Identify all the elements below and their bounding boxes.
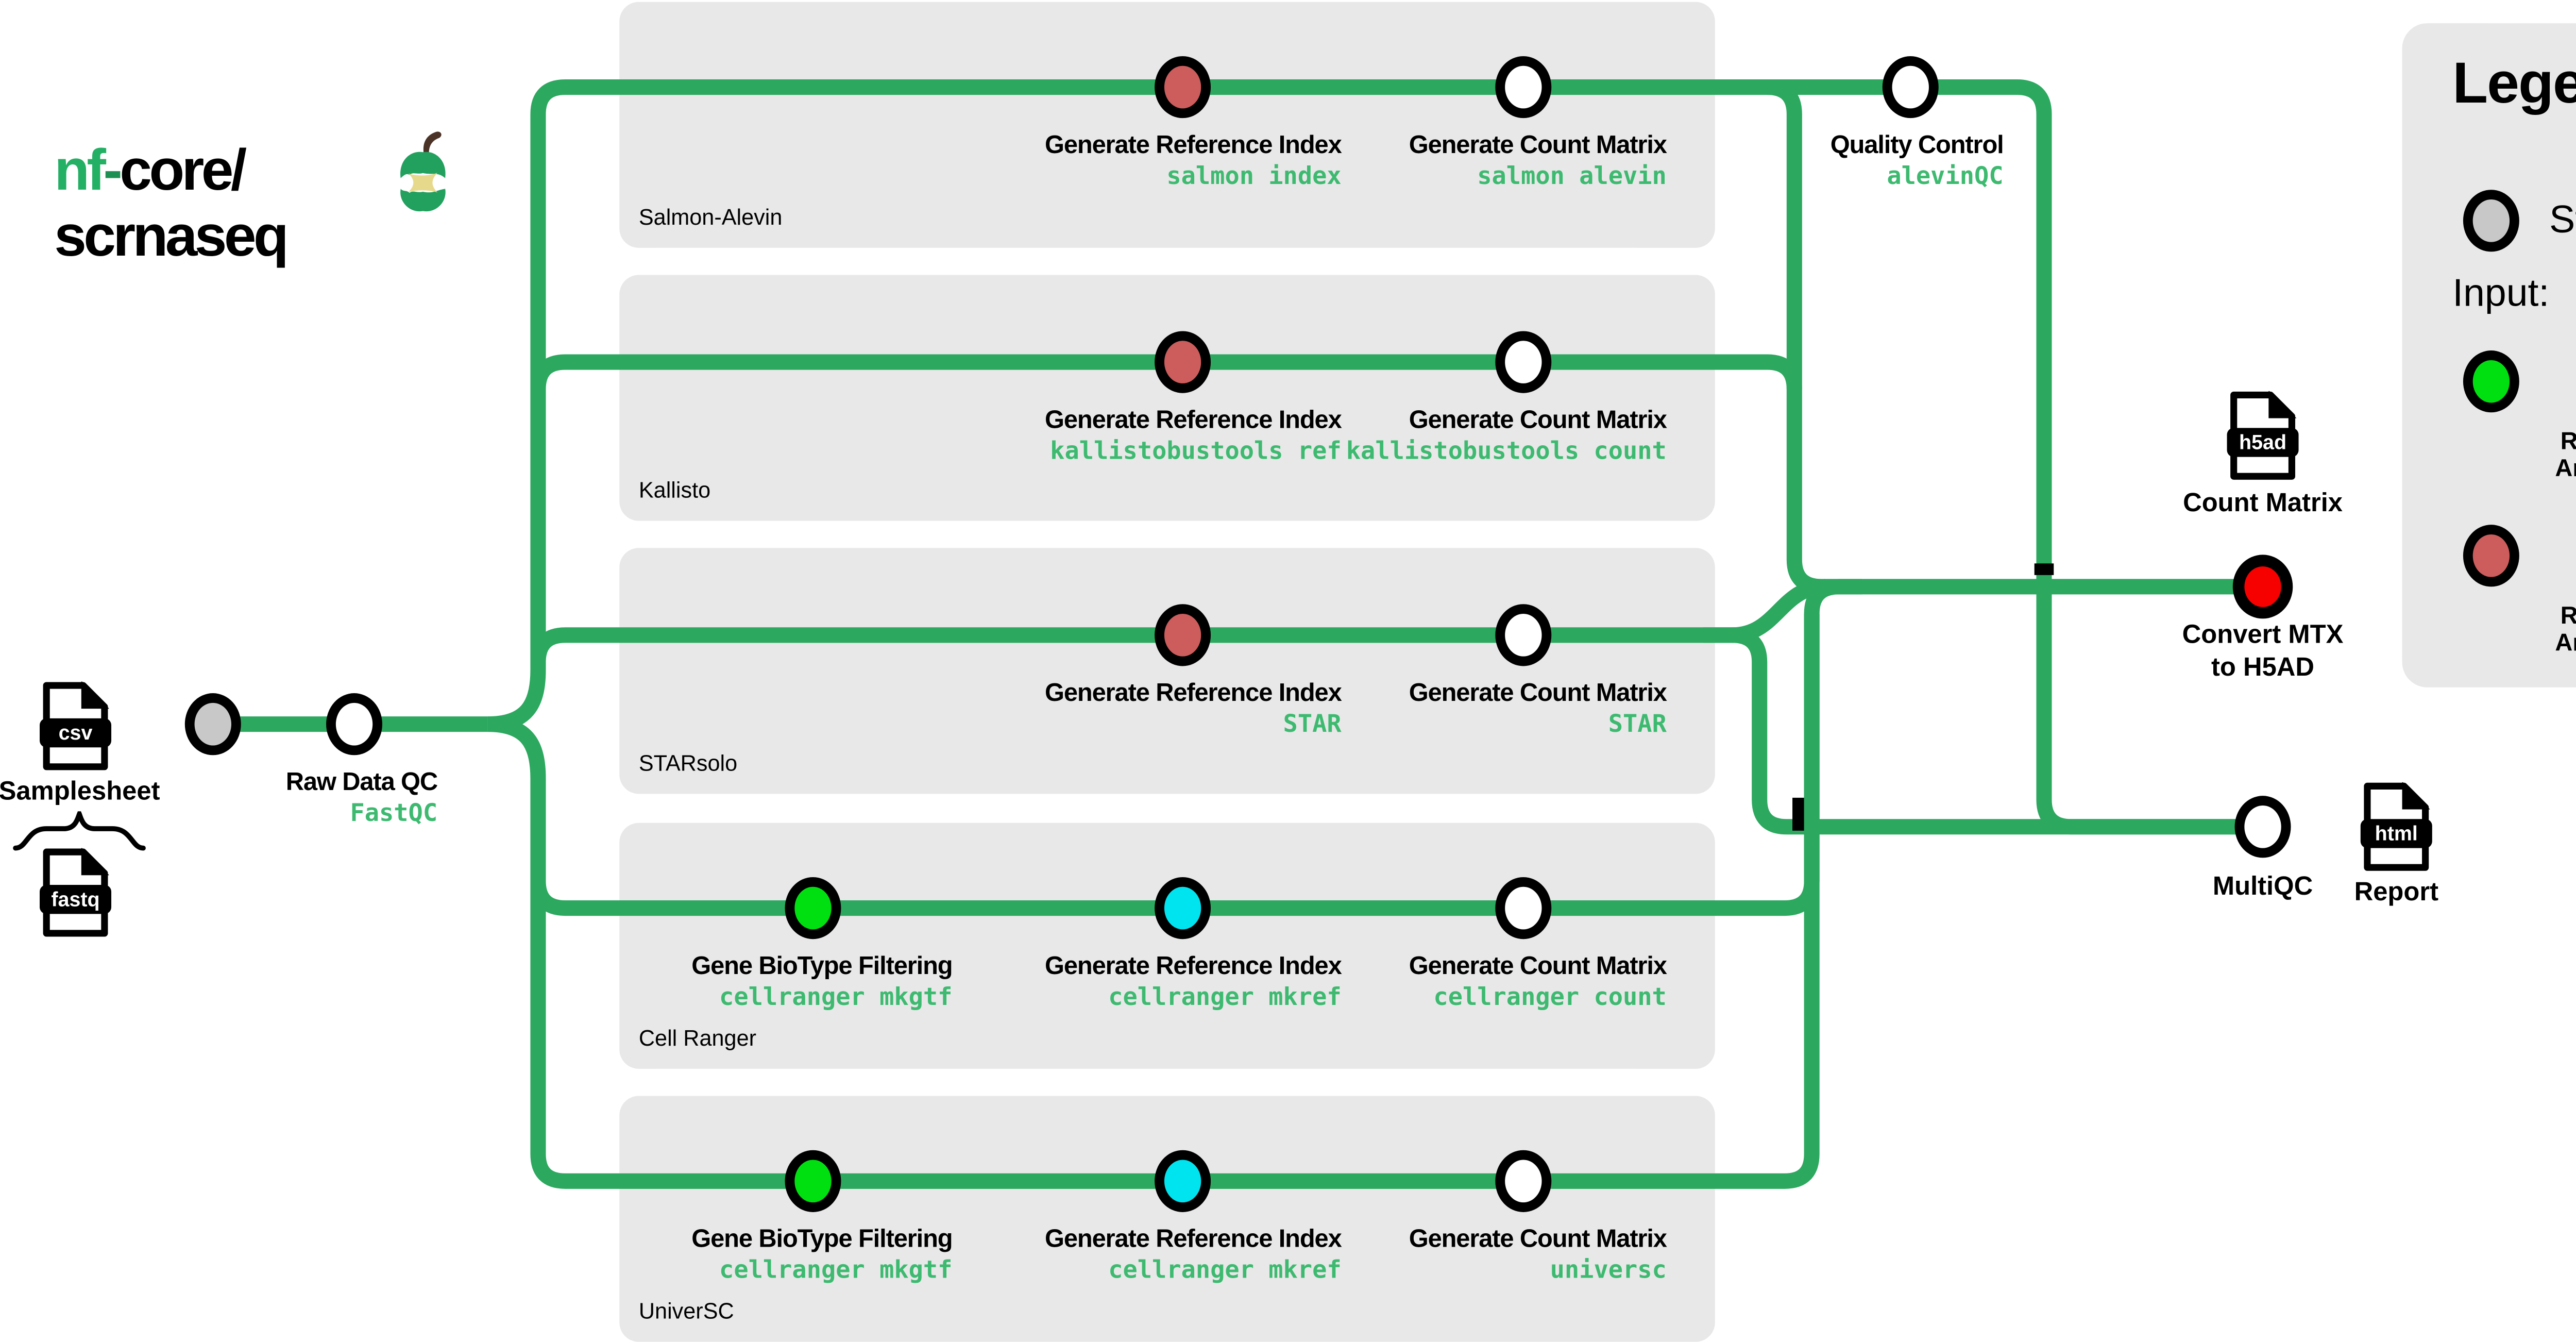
cellranger-line — [530, 614, 1820, 916]
lane-universc — [619, 1096, 1715, 1342]
universc-mkref-node — [1155, 1150, 1211, 1212]
lane-kallisto — [619, 275, 1715, 521]
salmon-alevin-node — [1495, 56, 1552, 119]
starsolo-line — [530, 627, 1737, 663]
universc-mkref-label: Generate Reference Index cellranger mkre… — [1045, 1223, 1342, 1284]
universc-mkgtf-node — [785, 1150, 841, 1212]
csv-ext-label: csv — [58, 721, 93, 745]
multiqc-node — [2234, 796, 2291, 858]
cellranger-mkref-label: Generate Reference Index cellranger mkre… — [1045, 950, 1342, 1011]
csv-file-icon: csv — [39, 681, 112, 770]
universc-count-label: Generate Count Matrix universc — [1409, 1223, 1667, 1284]
alevinqc-node — [1882, 56, 1939, 119]
raw-data-qc-label: Raw Data QC FastQC — [285, 766, 438, 827]
salmon-alevin-label: Generate Count Matrix salmon alevin — [1409, 129, 1667, 190]
universc-mkgtf-label: Gene BioType Filtering cellranger mkgtf — [691, 1223, 953, 1284]
html-ext-label: html — [2375, 821, 2418, 845]
legend-start-label: Start — [2549, 199, 2576, 242]
start-node — [184, 693, 241, 756]
crossing-tick — [1792, 797, 1804, 831]
lane-cellranger — [619, 823, 1715, 1069]
lane-label-cellranger: Cell Ranger — [638, 1028, 757, 1052]
legend-ref-annotation-label: Reference Annotation — [2555, 428, 2576, 482]
salmon-index-label: Generate Reference Index salmon index — [1045, 129, 1342, 190]
cellranger-count-node — [1495, 877, 1552, 940]
starsolo-down-branch — [1732, 627, 2242, 835]
legend-indianred-node — [2463, 525, 2519, 587]
kallisto-count-node — [1495, 331, 1552, 393]
h5ad-file-icon: h5ad — [2226, 391, 2300, 480]
star-index-label: Generate Reference Index STAR — [1045, 677, 1342, 738]
kallisto-count-label: Generate Count Matrix kallistobustools c… — [1346, 405, 1667, 465]
star-index-node — [1155, 604, 1211, 666]
count-matrix-label: Count Matrix — [2183, 488, 2343, 517]
star-count-node — [1495, 604, 1552, 666]
lane-salmon-alevin — [619, 2, 1715, 248]
salmon-index-node — [1155, 56, 1211, 119]
brace-icon — [13, 811, 146, 851]
legend-start-node — [2463, 190, 2519, 252]
legend-title: Legend — [2452, 52, 2576, 116]
report-label: Report — [2354, 877, 2439, 907]
convert-mtx-end-node — [2232, 555, 2293, 619]
logo-line1: nf-core/ — [54, 139, 247, 204]
salmon-down-branch — [1767, 79, 1802, 390]
kallisto-line — [530, 354, 2242, 595]
cellranger-mkref-node — [1155, 877, 1211, 940]
logo-pipeline-name: scrnaseq — [54, 205, 289, 270]
samplesheet-label: Samplesheet — [0, 776, 160, 806]
star-count-label: Generate Count Matrix STAR — [1409, 677, 1667, 738]
apple-core-icon — [400, 131, 446, 212]
cellranger-mkgtf-label: Gene BioType Filtering cellranger mkgtf — [691, 950, 953, 1011]
kallisto-ref-label: Generate Reference Index kallistobustool… — [1045, 405, 1342, 465]
quality-control-label: Quality Control alevinQC — [1830, 129, 2004, 190]
multiqc-label: MultiQC — [2212, 871, 2313, 901]
legend-input-heading: Input: — [2452, 273, 2550, 316]
legend-green-node — [2463, 350, 2519, 413]
nf-core-logo: nf-core/ scrnaseq — [54, 139, 289, 271]
fastq-ext-label: fastq — [51, 887, 100, 911]
cellranger-mkgtf-node — [785, 877, 841, 940]
legend-ref-annotation-label-2: Reference Annotation — [2555, 602, 2576, 657]
universc-count-node — [1495, 1150, 1552, 1212]
lane-label-salmon-alevin: Salmon-Alevin — [638, 207, 783, 231]
h5ad-ext-label: h5ad — [2239, 430, 2287, 455]
lane-label-universc: UniverSC — [638, 1301, 734, 1324]
convert-mtx-label: Convert MTX to H5AD — [2182, 619, 2344, 682]
salmon-line — [487, 79, 2242, 835]
fastq-file-icon: fastq — [39, 848, 112, 937]
raw-data-qc-node — [326, 693, 383, 756]
lane-starsolo — [619, 548, 1715, 794]
html-file-icon: html — [2360, 782, 2433, 871]
universc-line — [487, 579, 1862, 1189]
kallisto-ref-node — [1155, 331, 1211, 393]
crossing-tick — [2034, 563, 2054, 575]
cellranger-count-label: Generate Count Matrix cellranger count — [1409, 950, 1667, 1011]
lane-label-kallisto: Kallisto — [638, 480, 711, 504]
lane-label-starsolo: STARsolo — [638, 753, 738, 777]
